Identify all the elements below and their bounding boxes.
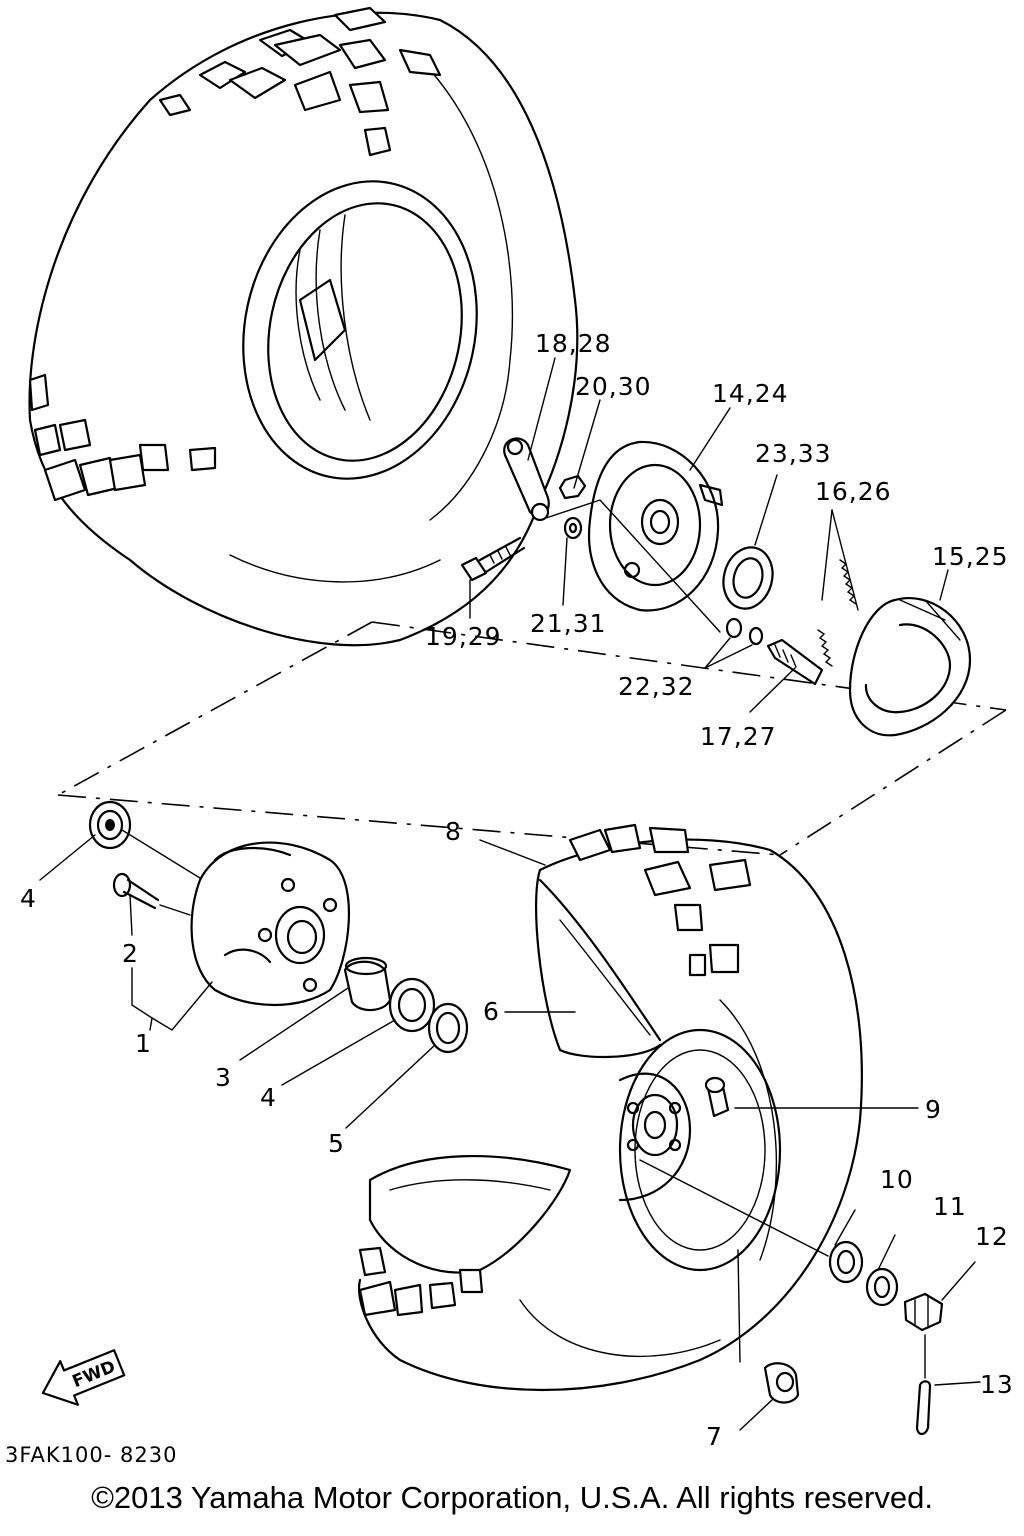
brake-cam-lever (503, 437, 550, 522)
callout-18-28: 18,28 (535, 329, 612, 358)
washer-11 (865, 1267, 899, 1307)
callout-11: 11 (933, 1192, 967, 1221)
bolt-19-29 (460, 536, 526, 582)
bearing-4-upper (88, 800, 132, 850)
nut-20-30 (558, 474, 587, 500)
upper-tire (28, 6, 579, 647)
wheel-rim-6 (618, 1028, 782, 1272)
copyright-notice: ©2013 Yamaha Motor Corporation, U.S.A. A… (91, 1480, 933, 1515)
valve-stem-9 (704, 1076, 730, 1118)
callout-4-upper: 4 (20, 884, 37, 913)
brake-shoe-15-25 (848, 597, 972, 737)
spacer-3 (343, 956, 392, 1012)
callout-6: 6 (483, 997, 500, 1026)
washer-21-31 (563, 516, 583, 540)
lower-tread-blocks (358, 823, 752, 1317)
callout-13: 13 (980, 1370, 1014, 1399)
castle-nut-12 (903, 1292, 944, 1332)
upper-tread-blocks (158, 6, 442, 157)
callout-21-31: 21,31 (530, 609, 607, 638)
callout-4-lower: 4 (260, 1083, 277, 1112)
diagram-code: 3FAK100- 8230 (5, 1443, 177, 1467)
camshaft-17-27 (766, 638, 824, 686)
washer-10 (828, 1240, 864, 1284)
washers-22-32 (725, 617, 764, 646)
callout-3: 3 (215, 1063, 232, 1092)
callout-15-25: 15,25 (932, 542, 1009, 571)
callout-12: 12 (975, 1222, 1009, 1251)
hub-bolt-2 (112, 872, 160, 910)
callout-8: 8 (445, 817, 462, 846)
callout-7: 7 (706, 1422, 723, 1451)
callout-1: 1 (135, 1029, 152, 1058)
oil-seal-23-33 (722, 546, 774, 610)
callout-labels: 18,28 20,30 14,24 23,33 16,26 15,25 19,2… (20, 329, 1014, 1451)
cotter-pin-13 (915, 1380, 932, 1436)
lower-tire-8 (357, 838, 863, 1392)
callout-9: 9 (925, 1095, 942, 1124)
bearing-4-lower (388, 977, 436, 1033)
fwd-arrow-icon: FWD (41, 1349, 126, 1406)
springs-16-26 (817, 559, 857, 667)
callout-23-33: 23,33 (755, 439, 832, 468)
upper-side-tread-blocks (28, 373, 217, 502)
callout-22-32: 22,32 (618, 672, 695, 701)
callout-14-24: 14,24 (712, 379, 789, 408)
callout-5: 5 (328, 1129, 345, 1158)
callout-20-30: 20,30 (575, 372, 652, 401)
callout-2: 2 (122, 939, 139, 968)
hub-1 (190, 841, 351, 1007)
callout-10: 10 (880, 1165, 914, 1194)
oil-seal-5 (427, 1002, 469, 1054)
leader-lines (39, 357, 981, 1431)
callout-19-29: 19,29 (425, 622, 502, 651)
brake-panel-14-24 (588, 440, 724, 612)
wheel-nut-7 (763, 1362, 800, 1404)
callout-16-26: 16,26 (815, 477, 892, 506)
callout-17-27: 17,27 (700, 722, 777, 751)
